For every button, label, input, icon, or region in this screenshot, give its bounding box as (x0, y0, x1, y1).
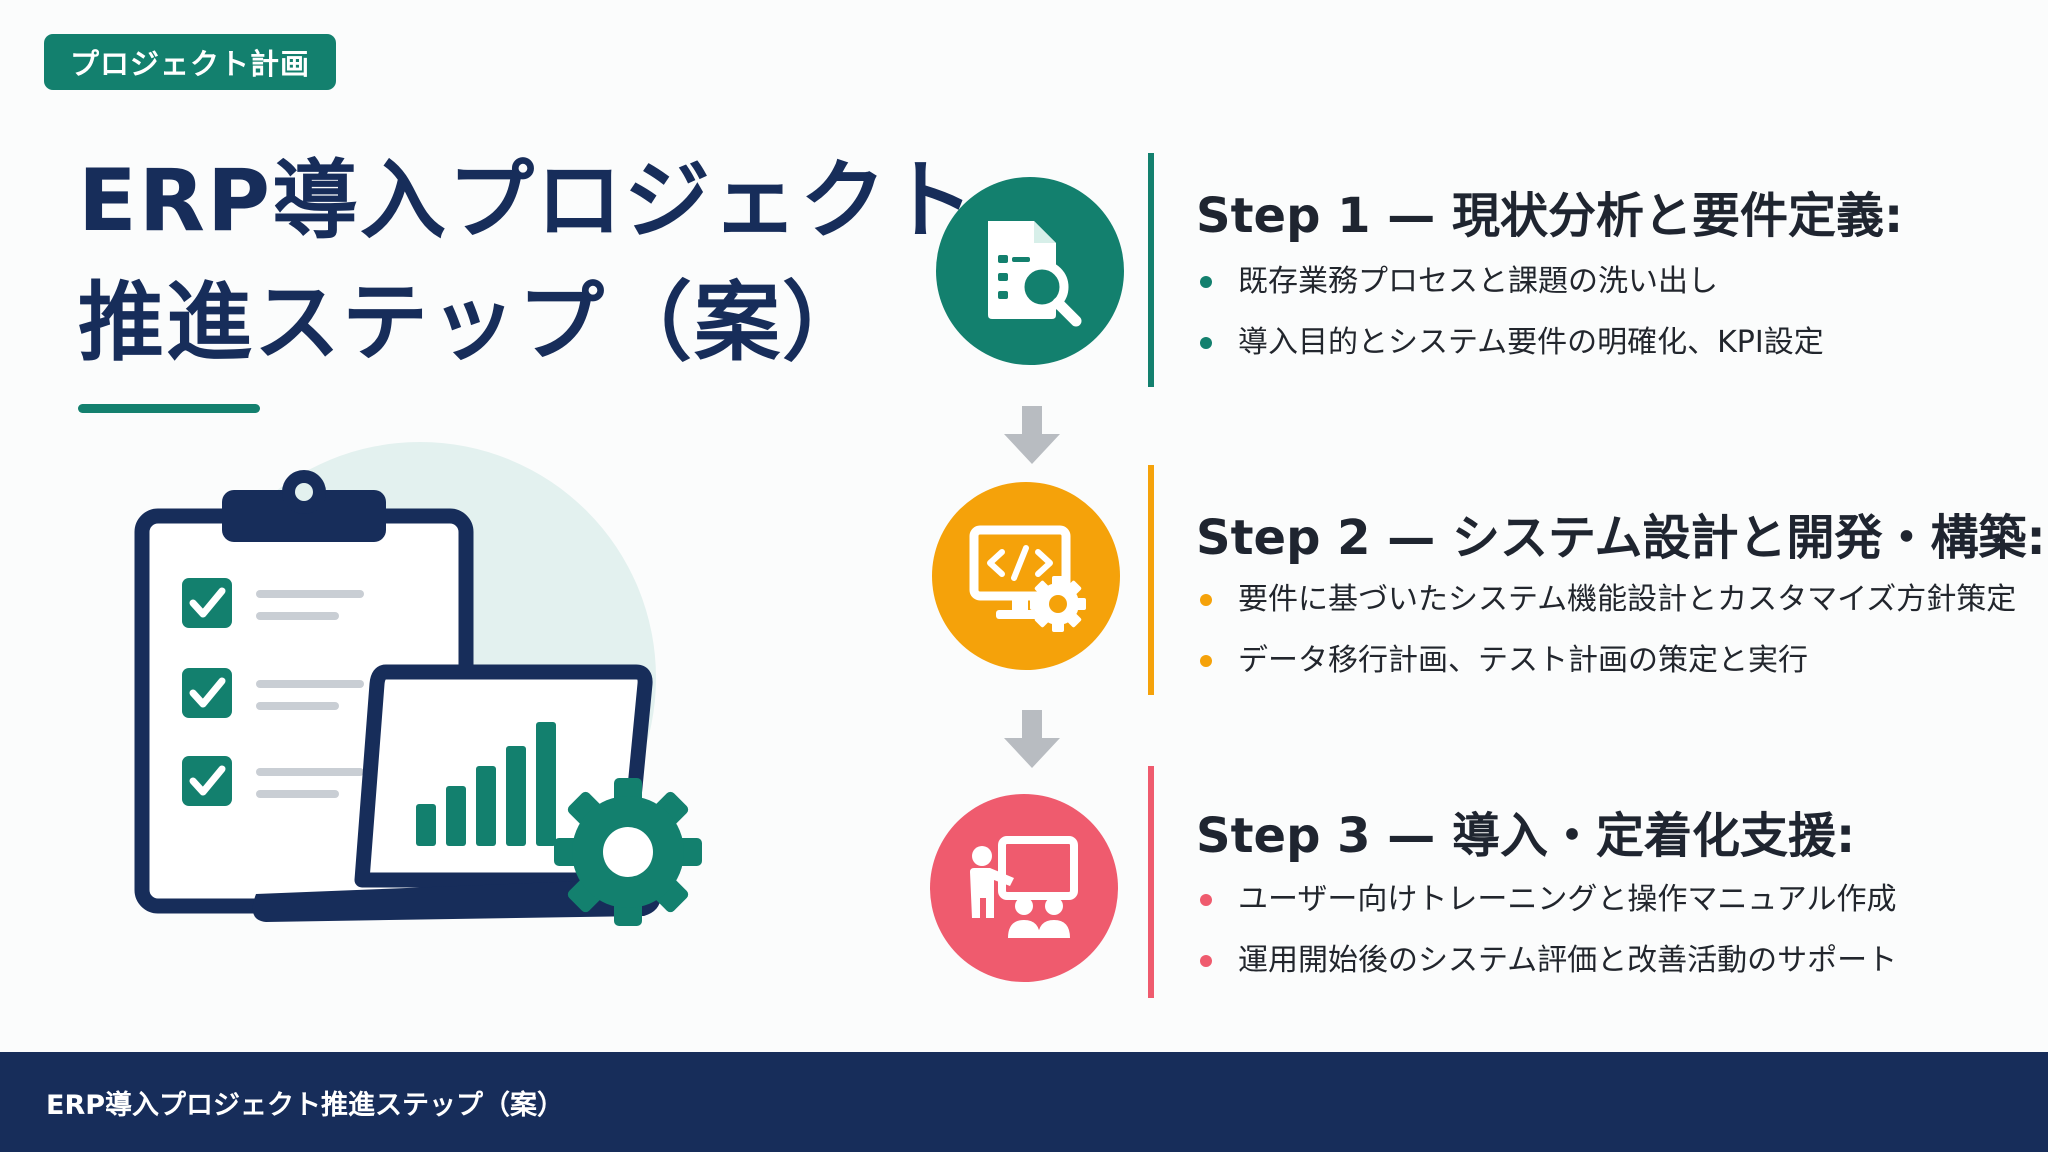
footer-bar: ERP導入プロジェクト推進ステップ（案） (0, 1052, 2048, 1152)
list-item: 導入目的とシステム要件の明確化、KPI設定 (1196, 323, 1824, 363)
page-title: ERP導入プロジェクト 推進ステップ（案） (78, 140, 976, 384)
bullet-text: 要件に基づいたシステム機能設計とカスタマイズ方針策定 (1238, 582, 2017, 617)
bullet-text: 既存業務プロセスと課題の洗い出し (1238, 264, 1718, 299)
document-search-icon (988, 221, 1082, 327)
bullet-text: 運用開始後のシステム評価と改善活動のサポート (1238, 943, 1898, 978)
list-item: 既存業務プロセスと課題の洗い出し (1196, 262, 1824, 302)
step-2-icon-circle (932, 482, 1120, 670)
step-1-icon-circle (936, 177, 1124, 365)
page-title-line-2: 推進ステップ（案） (78, 273, 870, 373)
list-item: データ移行計画、テスト計画の策定と実行 (1196, 641, 2016, 681)
step-3-title: Step 3 — 導入・定着化支援: (1196, 808, 1856, 864)
list-item: 運用開始後のシステム評価と改善活動のサポート (1196, 941, 1897, 981)
step-1-accent-bar (1148, 153, 1154, 387)
page-title-line-1: ERP導入プロジェクト (78, 151, 976, 251)
arrow-down-icon (1004, 406, 1060, 464)
category-tag: プロジェクト計画 (44, 34, 337, 90)
arrow-down-icon (1004, 710, 1060, 768)
step-3-accent-bar (1148, 766, 1154, 998)
list-item: ユーザー向けトレーニングと操作マニュアル作成 (1196, 880, 1897, 920)
footer-title: ERP導入プロジェクト推進ステップ（案） (46, 1089, 565, 1121)
monitor-code-gear-icon (969, 525, 1086, 632)
step-1-bullets: 既存業務プロセスと課題の洗い出し 導入目的とシステム要件の明確化、KPI設定 (1196, 262, 1824, 384)
bullet-text: データ移行計画、テスト計画の策定と実行 (1238, 643, 1808, 678)
step-2-bullets: 要件に基づいたシステム機能設計とカスタマイズ方針策定 データ移行計画、テスト計画… (1196, 580, 2016, 702)
bullet-text: ユーザー向けトレーニングと操作マニュアル作成 (1238, 882, 1897, 917)
step-3-icon-circle (930, 794, 1118, 982)
laptop-chart-icon (252, 664, 661, 922)
list-item: 要件に基づいたシステム機能設計とカスタマイズ方針策定 (1196, 580, 2016, 620)
step-2-title: Step 2 — システム設計と開発・構築: (1196, 510, 2046, 566)
step-2-accent-bar (1148, 465, 1154, 695)
step-3-bullets: ユーザー向けトレーニングと操作マニュアル作成 運用開始後のシステム評価と改善活動… (1196, 880, 1897, 1002)
training-presentation-icon (970, 836, 1078, 938)
title-underline (78, 404, 260, 413)
step-1-title: Step 1 — 現状分析と要件定義: (1196, 188, 1904, 244)
gear-icon (554, 778, 702, 926)
bullet-text: 導入目的とシステム要件の明確化、KPI設定 (1238, 325, 1824, 360)
clipboard-laptop-illustration (134, 442, 702, 926)
